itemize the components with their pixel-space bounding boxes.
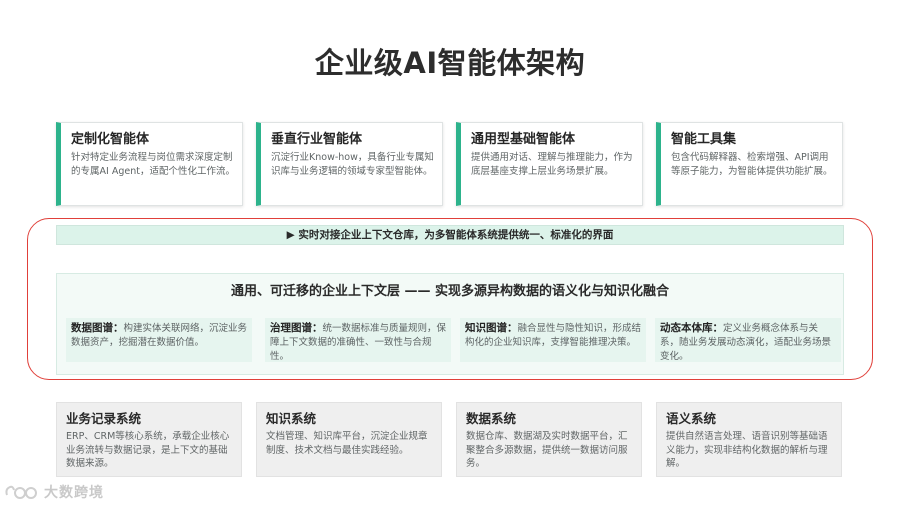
agent-card-desc: 针对特定业务流程与岗位需求深度定制的专属AI Agent，适配个性化工作流。: [71, 152, 235, 177]
agent-card-custom: 定制化智能体 针对特定业务流程与岗位需求深度定制的专属AI Agent，适配个性…: [56, 122, 243, 206]
system-card-desc: 数据仓库、数据湖及实时数据平台，汇聚整合多源数据，提供统一数据访问服务。: [466, 431, 628, 469]
agent-card-general: 通用型基础智能体 提供通用对话、理解与推理能力，作为底层基座支撑上层业务场景扩展…: [456, 122, 643, 206]
agent-card-title: 定制化智能体: [71, 132, 150, 147]
highlight-outline: [27, 218, 873, 380]
graph-card-desc: 融合显性与隐性知识，形成结构化的企业知识库，支撑智能推理决策。: [465, 323, 642, 348]
system-card-desc: ERP、CRM等核心系统，承载企业核心业务流转与数据记录，是上下文的基础数据来源…: [66, 431, 230, 469]
system-card-desc: 文档管理、知识库平台，沉淀企业规章制度、技术文档与最佳实践经验。: [266, 431, 428, 456]
agent-card-title: 通用型基础智能体: [471, 132, 576, 147]
graph-card-governance: 治理图谱：统一数据标准与质量规则，保障上下文数据的准确性、一致性与合规性。: [265, 318, 451, 362]
context-layer-title: 通用、可迁移的企业上下文层 —— 实现多源异构数据的语义化与知识化融合: [230, 284, 670, 299]
graph-card-name: 数据图谱：: [71, 322, 124, 334]
system-card-data: 数据系统 数据仓库、数据湖及实时数据平台，汇聚整合多源数据，提供统一数据访问服务…: [456, 402, 642, 477]
system-card-title: 语义系统: [666, 411, 717, 426]
agent-card-desc: 包含代码解释器、检索增强、API调用等原子能力，为智能体提供功能扩展。: [671, 152, 833, 177]
interface-banner: ▶ 实时对接企业上下文仓库，为多智能体系统提供统一、标准化的界面: [56, 225, 844, 245]
system-card-title: 数据系统: [466, 411, 517, 426]
watermark-logo-icon: [5, 485, 37, 499]
system-card-desc: 提供自然语言处理、语音识别等基础语义能力，实现非结构化数据的解析与理解。: [666, 431, 828, 469]
agent-card-vertical: 垂直行业智能体 沉淀行业Know-how，具备行业专属知识库与业务逻辑的领域专家…: [256, 122, 443, 206]
system-card-title: 知识系统: [266, 411, 317, 426]
agent-card-desc: 沉淀行业Know-how，具备行业专属知识库与业务逻辑的领域专家型智能体。: [271, 152, 434, 177]
graph-card-name: 动态本体库：: [660, 322, 723, 334]
graph-card-knowledge: 知识图谱：融合显性与隐性知识，形成结构化的企业知识库，支撑智能推理决策。: [460, 318, 646, 362]
agent-card-title: 智能工具集: [671, 132, 737, 147]
graph-card-ontology: 动态本体库：定义业务概念体系与关系，随业务发展动态演化，适配业务场景变化。: [655, 318, 841, 362]
watermark-text: 大数跨境: [44, 485, 104, 501]
agent-card-desc: 提供通用对话、理解与推理能力，作为底层基座支撑上层业务场景扩展。: [471, 152, 633, 177]
page-title: 企业级AI智能体架构: [314, 46, 586, 80]
watermark: 大数跨境: [4, 482, 104, 502]
agent-card-title: 垂直行业智能体: [271, 132, 363, 147]
system-card-semantic: 语义系统 提供自然语言处理、语音识别等基础语义能力，实现非结构化数据的解析与理解…: [656, 402, 842, 477]
system-card-records: 业务记录系统 ERP、CRM等核心系统，承载企业核心业务流转与数据记录，是上下文…: [56, 402, 242, 477]
system-card-knowledge: 知识系统 文档管理、知识库平台，沉淀企业规章制度、技术文档与最佳实践经验。: [256, 402, 442, 477]
graph-card-desc: 构建实体关联网络，沉淀业务数据资产，挖掘潜在数据价值。: [71, 323, 248, 348]
graph-card-data: 数据图谱：构建实体关联网络，沉淀业务数据资产，挖掘潜在数据价值。: [66, 318, 252, 362]
graph-card-name: 治理图谱：: [270, 322, 323, 334]
agent-card-tools: 智能工具集 包含代码解释器、检索增强、API调用等原子能力，为智能体提供功能扩展…: [656, 122, 843, 206]
graph-card-desc: 统一数据标准与质量规则，保障上下文数据的准确性、一致性与合规性。: [270, 323, 447, 362]
graph-card-name: 知识图谱：: [465, 322, 518, 334]
graph-card-desc: 定义业务概念体系与关系，随业务发展动态演化，适配业务场景变化。: [660, 323, 832, 362]
system-card-title: 业务记录系统: [66, 411, 142, 426]
